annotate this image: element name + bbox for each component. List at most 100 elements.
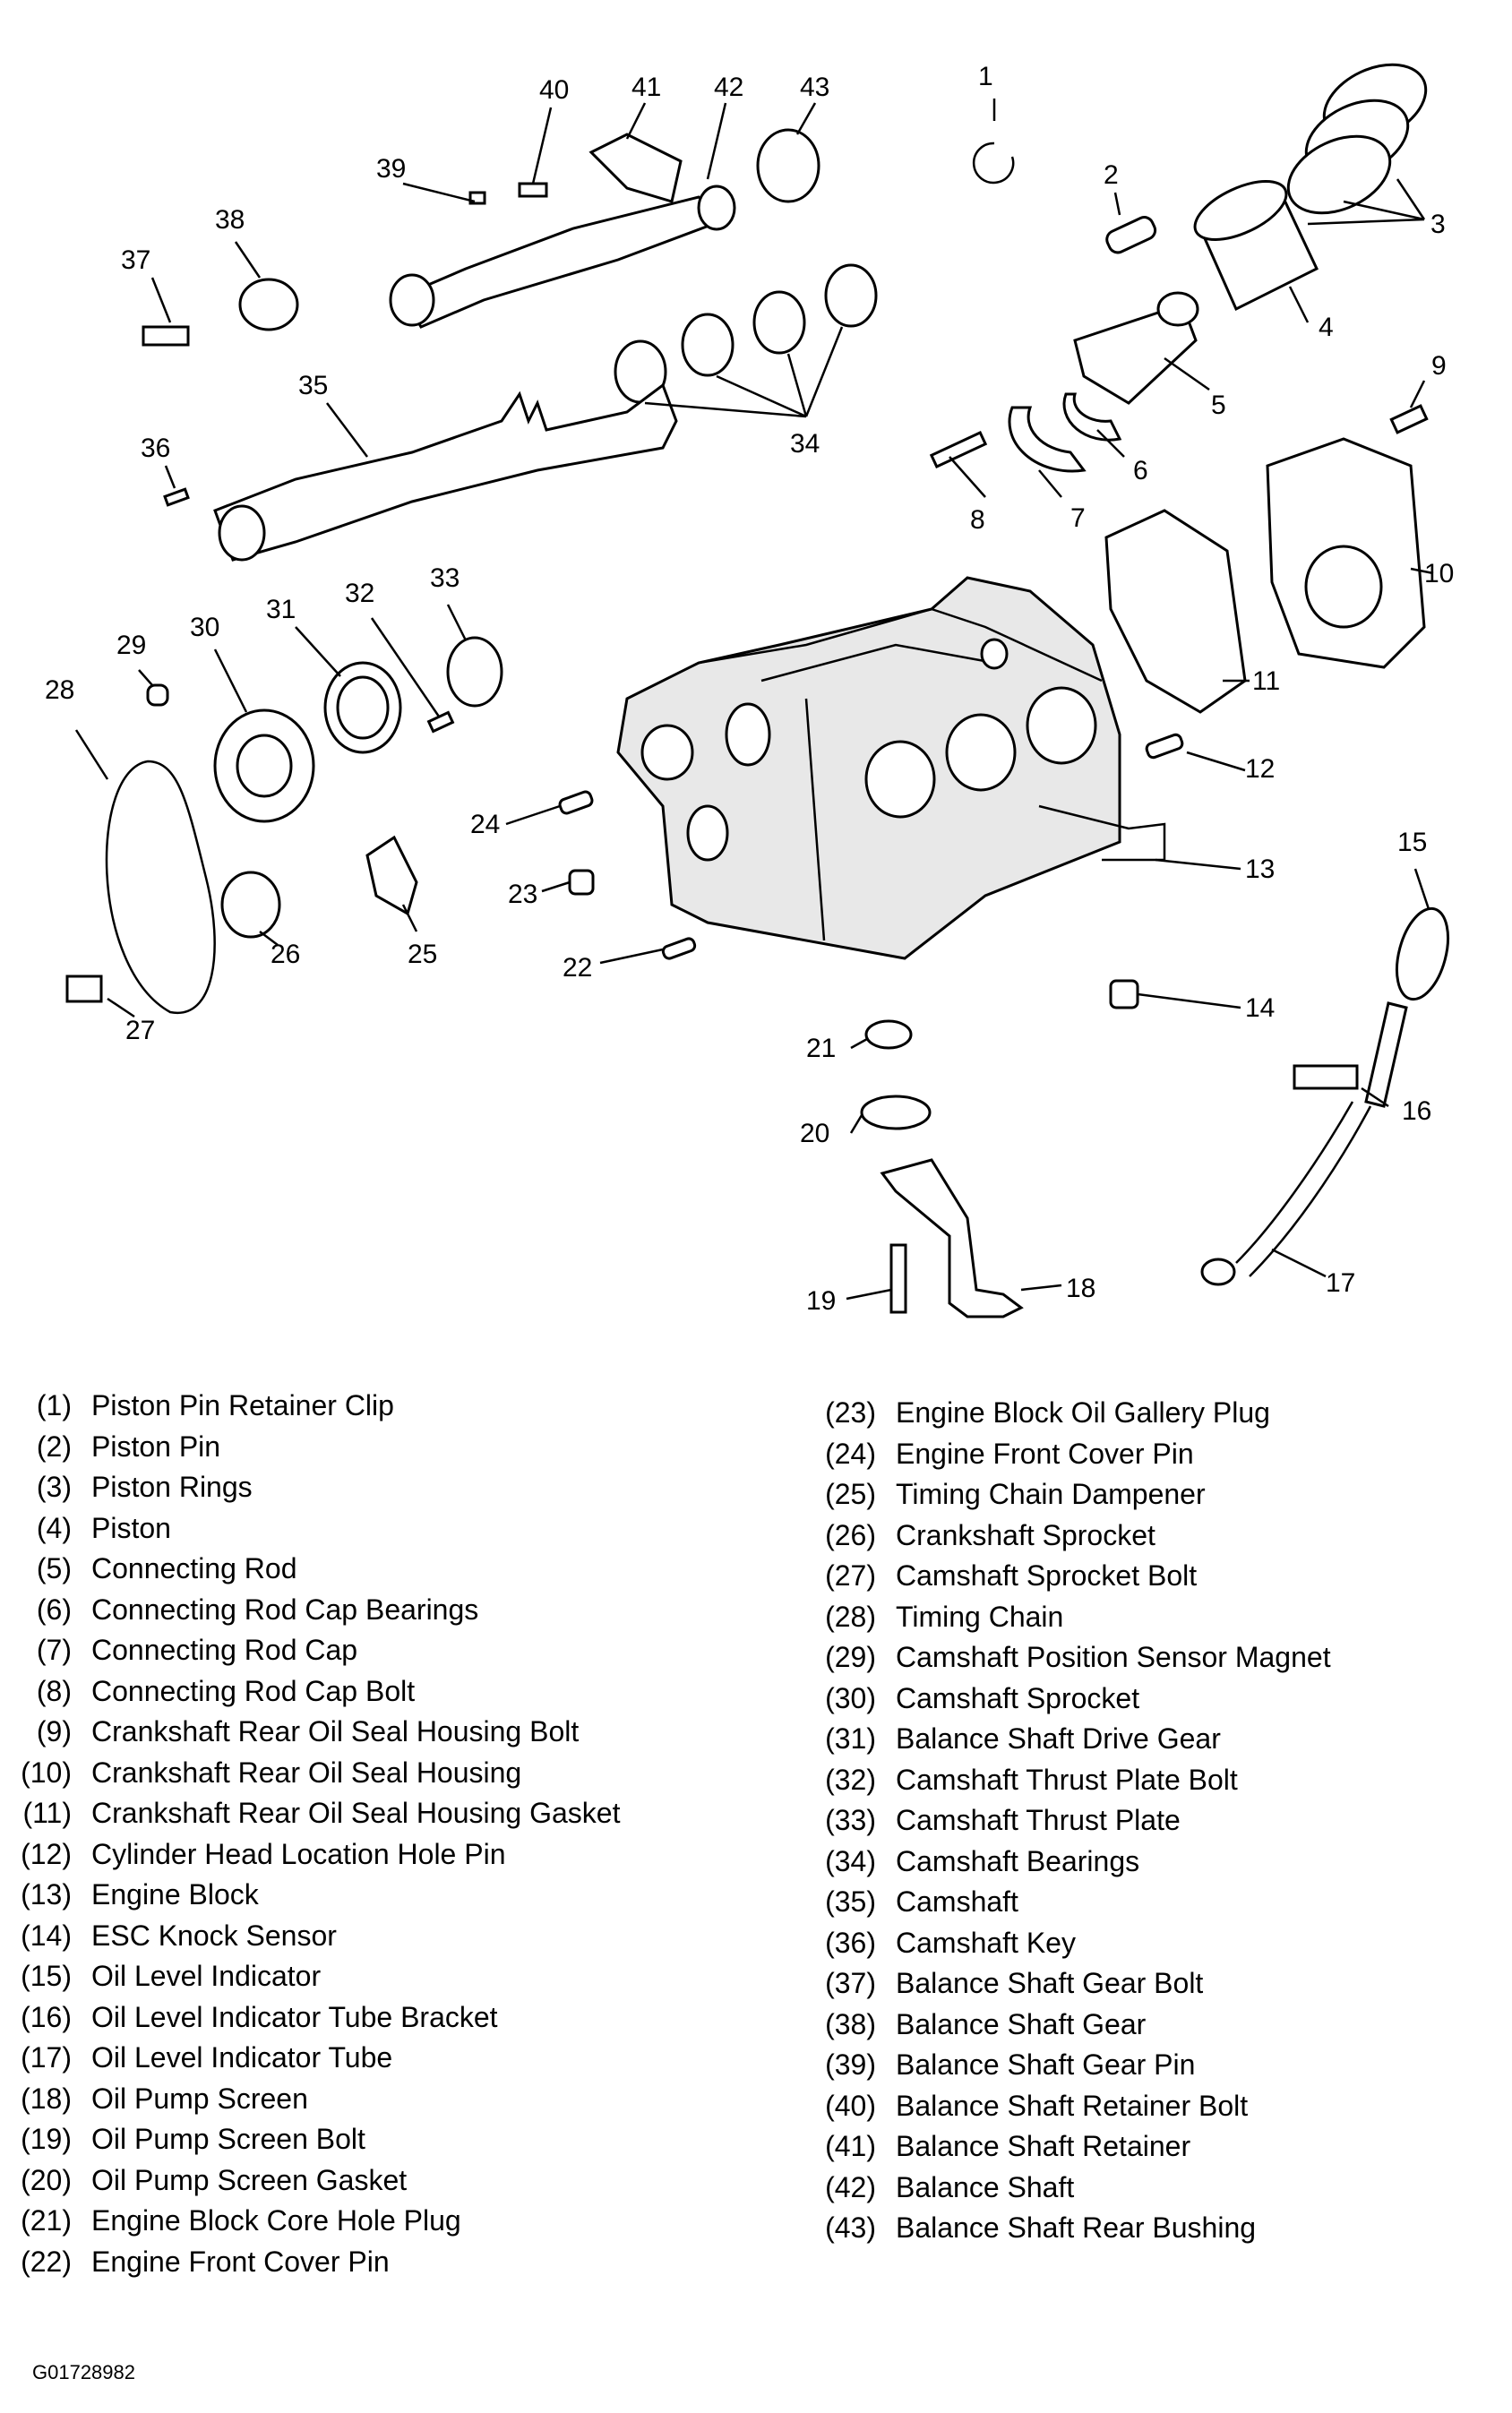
- legend-item-label: Camshaft Key: [896, 1926, 1076, 1959]
- figure-id: G01728982: [32, 2361, 135, 2383]
- legend-item: (8)Connecting Rod Cap Bolt: [0, 1671, 620, 1713]
- callout-31: 31: [266, 595, 296, 624]
- legend-item-label: Engine Block: [91, 1878, 259, 1911]
- exploded-parts-diagram: 1 2 3 4 5 6 7 8 9 10 11 12 13 14 15 16 1…: [45, 62, 1454, 1318]
- legend-item: (29)Camshaft Position Sensor Magnet: [797, 1637, 1330, 1679]
- legend-item: (13) Engine Block: [0, 1875, 620, 1916]
- legend-item: (31)Balance Shaft Drive Gear: [797, 1719, 1331, 1760]
- legend-item-number: (30): [825, 1681, 876, 1714]
- legend-item-number: (17): [21, 2041, 72, 2074]
- legend-item: (40)Balance Shaft Retainer Bolt: [797, 2086, 1331, 2127]
- callout-12: 12: [1245, 754, 1275, 784]
- legend-item: (7)Connecting Rod Cap: [0, 1630, 620, 1671]
- callout-28: 28: [45, 675, 74, 705]
- legend-item-label: Connecting Rod: [91, 1552, 297, 1584]
- legend-item-number: (18): [21, 2082, 72, 2115]
- legend-item-number: (36): [825, 1926, 876, 1959]
- legend-item-number: (13): [21, 1878, 72, 1911]
- piston-assembly-drawing: [929, 63, 1428, 473]
- legend-item-number: (10): [21, 1756, 72, 1789]
- legend-item-label: Camshaft Sprocket: [896, 1681, 1140, 1714]
- legend-item: (16) Oil Level Indicator Tube Bracket: [0, 1997, 620, 2039]
- legend-item-label: Oil Pump Screen: [91, 2082, 308, 2115]
- legend-item-label: Engine Block Oil Gallery Plug: [896, 1396, 1270, 1429]
- legend-item: (33)Camshaft Thrust Plate: [797, 1800, 1331, 1842]
- legend-item-label: Connecting Rod Cap Bearings: [91, 1593, 479, 1626]
- legend-item: (12)Cylinder Head Location Hole Pin: [0, 1834, 620, 1876]
- legend-item-label: Engine Block Core Hole Plug: [91, 2204, 461, 2237]
- legend-item-number: (43): [825, 2211, 876, 2244]
- callout-labels: 1 2 3 4 5 6 7 8 9 10 11 12 13 14 15 16 1…: [45, 62, 1454, 1316]
- legend-item: (6) Connecting Rod Cap Bearings: [0, 1590, 620, 1631]
- legend-item: (23)Engine Block Oil Gallery Plug: [797, 1393, 1331, 1434]
- rear-seal-housing-drawing: [1104, 404, 1429, 714]
- legend-item: (4)Piston: [0, 1508, 620, 1550]
- legend-item-label: Timing Chain: [896, 1600, 1064, 1633]
- callout-7: 7: [1070, 503, 1086, 533]
- callout-1: 1: [978, 62, 993, 91]
- legend-item-label: Camshaft Sprocket Bolt: [896, 1559, 1198, 1592]
- timing-components-drawing: [65, 636, 503, 1015]
- callout-9: 9: [1431, 351, 1447, 381]
- callout-37: 37: [121, 245, 150, 275]
- callout-33: 33: [430, 563, 460, 593]
- callout-17: 17: [1326, 1268, 1355, 1298]
- legend-item-label: Balance Shaft Gear Bolt: [896, 1967, 1204, 1999]
- legend-item-label: Connecting Rod Cap Bolt: [91, 1674, 416, 1707]
- legend-item: (11) Crankshaft Rear Oil Seal Housing Gas…: [0, 1793, 620, 1834]
- legend-item-label: Crankshaft Rear Oil Seal Housing Gasket: [91, 1797, 621, 1829]
- small-pins-drawing: [558, 733, 1184, 1050]
- legend-item-label: Engine Front Cover Pin: [896, 1437, 1194, 1470]
- legend-item-number: (5): [36, 1552, 72, 1584]
- legend-item: (5) Connecting Rod: [0, 1549, 620, 1590]
- legend-item: (3)Piston Rings: [0, 1467, 620, 1508]
- leader-lines: [74, 99, 1434, 1301]
- parts-legend-left: (1)Piston Pin Retainer Clip(2)Piston Pin…: [0, 1386, 620, 2282]
- callout-38: 38: [215, 205, 245, 235]
- balance-shaft-drawing: [142, 128, 820, 347]
- callout-25: 25: [408, 940, 437, 969]
- legend-item-label: Crankshaft Rear Oil Seal Housing: [91, 1756, 522, 1789]
- legend-item-number: (40): [825, 2089, 876, 2122]
- legend-item-number: (11): [22, 1797, 72, 1829]
- legend-item: (30) Camshaft Sprocket: [797, 1679, 1331, 1720]
- legend-item-label: Camshaft Thrust Plate Bolt: [896, 1763, 1238, 1796]
- legend-item-label: Balance Shaft Rear Bushing: [896, 2211, 1257, 2244]
- legend-item-label: Balance Shaft Gear: [896, 2007, 1147, 2040]
- legend-item: (34)Camshaft Bearings: [797, 1842, 1331, 1883]
- legend-item-number: (6): [36, 1593, 72, 1626]
- legend-item: (36) Camshaft Key: [797, 1923, 1331, 1964]
- callout-36: 36: [141, 434, 170, 463]
- legend-item-number: (19): [21, 2123, 72, 2155]
- legend-item-number: (16): [21, 2000, 72, 2033]
- legend-item-label: Piston Rings: [91, 1471, 253, 1503]
- legend-item-label: Oil Pump Screen Bolt: [91, 2123, 365, 2155]
- legend-item: (22)Engine Front Cover Pin: [0, 2242, 620, 2283]
- legend-item-number: (37): [825, 1967, 876, 1999]
- legend-item: (20)Oil Pump Screen Gasket: [0, 2160, 620, 2202]
- callout-22: 22: [563, 953, 592, 983]
- callout-26: 26: [271, 940, 300, 969]
- callout-13: 13: [1245, 854, 1275, 884]
- legend-item-label: Connecting Rod Cap: [91, 1634, 358, 1666]
- legend-item: (41)Balance Shaft Retainer: [797, 2126, 1331, 2168]
- legend-item-label: Balance Shaft Retainer: [896, 2130, 1191, 2162]
- legend-item-label: Crankshaft Sprocket: [896, 1518, 1155, 1551]
- oil-level-indicator-drawing: [1200, 906, 1449, 1286]
- legend-item: (38)Balance Shaft Gear: [797, 2005, 1331, 2046]
- callout-43: 43: [800, 73, 829, 102]
- legend-item-label: Crankshaft Rear Oil Seal Housing Bolt: [91, 1715, 580, 1747]
- legend-item: (2)Piston Pin: [0, 1427, 620, 1468]
- callout-23: 23: [508, 880, 537, 909]
- legend-item-label: ESC Knock Sensor: [91, 1919, 337, 1952]
- callout-15: 15: [1397, 828, 1427, 857]
- callout-39: 39: [376, 154, 406, 184]
- callout-42: 42: [714, 73, 743, 102]
- callout-40: 40: [539, 75, 569, 105]
- legend-item-label: Oil Level Indicator Tube Bracket: [91, 2000, 498, 2033]
- oil-pump-screen-drawing: [860, 1095, 1024, 1318]
- legend-item-label: Balance Shaft: [896, 2170, 1075, 2203]
- legend-item: (43) Balance Shaft Rear Bushing: [797, 2208, 1331, 2249]
- callout-35: 35: [298, 371, 328, 400]
- legend-item-label: Oil Pump Screen Gasket: [91, 2163, 408, 2196]
